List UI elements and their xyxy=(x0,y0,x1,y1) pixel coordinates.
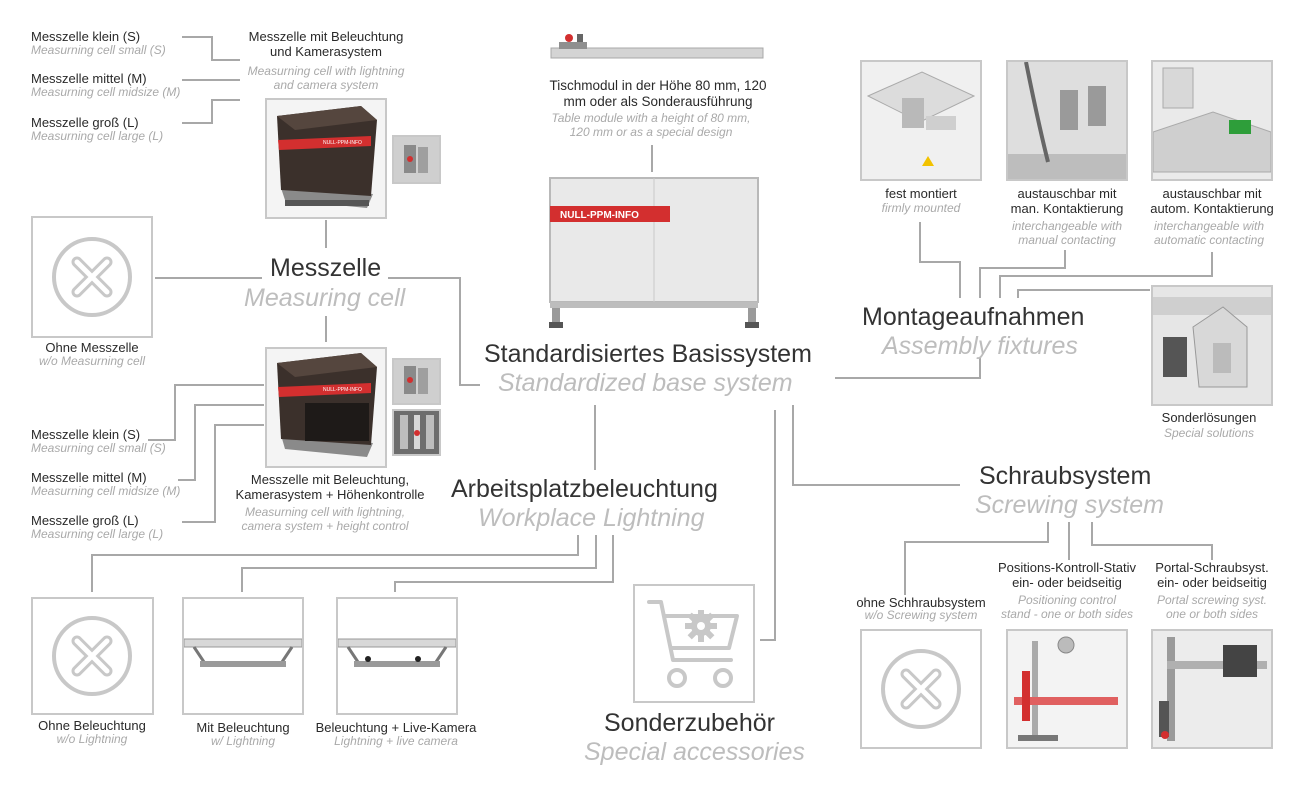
fixture-fixed-de: fest montiert xyxy=(885,186,957,201)
cell-bottom-variant-de: Messzelle mit Beleuchtung,Kamerasystem +… xyxy=(235,472,425,502)
cell-bottom-mid-en: Measurning cell midsize (M) xyxy=(31,484,181,498)
cell-bottom-small-de: Messzelle klein (S) xyxy=(31,427,141,442)
svg-text:NULL-PPM-INFO: NULL-PPM-INFO xyxy=(323,140,362,146)
x-circle-icon xyxy=(52,237,132,317)
x-circle-icon xyxy=(881,649,961,729)
screwing-stand-image[interactable] xyxy=(1006,629,1128,749)
fixtures-title-en: Assembly fixtures xyxy=(882,332,1078,360)
fixture-fixed-en: firmly mounted xyxy=(881,201,961,215)
lighting-with-en: w/ Lightning xyxy=(210,734,276,748)
fixture-manual-image[interactable] xyxy=(1006,60,1128,181)
cell-bottom-large-en: Measurning cell large (L) xyxy=(31,527,164,541)
lighting-camera-box[interactable] xyxy=(336,597,458,715)
table-module-image xyxy=(547,28,765,64)
cell-bottom-small-en: Measurning cell small (S) xyxy=(31,441,166,455)
lighting-none-en: w/o Lightning xyxy=(56,732,128,746)
cell-title-en: Measuring cell xyxy=(244,284,406,312)
fixture-fixed-image[interactable] xyxy=(860,60,982,181)
lighting-with-box[interactable] xyxy=(182,597,304,715)
cell-bottom-height-thumb xyxy=(392,409,441,456)
lighting-none-de: Ohne Beleuchtung xyxy=(38,718,146,733)
screwing-portal-de: Portal-Schraubsyst.ein- oder beidseitig xyxy=(1155,560,1269,590)
cell-top-large-de: Messzelle groß (L) xyxy=(31,115,139,130)
cell-top-camera-thumb xyxy=(392,135,441,184)
svg-text:NULL-PPM-INFO: NULL-PPM-INFO xyxy=(560,210,639,221)
lighting-camera-de: Beleuchtung + Live-Kamera xyxy=(315,720,477,735)
screwing-title-en: Screwing system xyxy=(975,491,1164,519)
cell-bottom-variant-en: Measurning cell with lightning,camera sy… xyxy=(241,505,409,533)
lighting-camera-en: Lightning + live camera xyxy=(334,734,458,748)
fixtures-title-de: Montageaufnahmen xyxy=(862,303,1085,331)
cell-top-mid-de: Messzelle mittel (M) xyxy=(31,71,147,86)
cell-top-small-de: Messzelle klein (S) xyxy=(31,29,141,44)
cell-bottom-camera-thumb xyxy=(392,358,441,405)
screwing-title-de: Schraubsystem xyxy=(979,462,1152,490)
base-title-de: Standardisiertes Basissystem xyxy=(484,340,812,368)
cell-none-en: w/o Measurning cell xyxy=(38,354,146,368)
lighting-none-box[interactable] xyxy=(31,597,154,715)
cell-top-large-en: Measurning cell large (L) xyxy=(31,129,164,143)
cell-title-de: Messzelle xyxy=(270,254,382,282)
cell-none-de: Ohne Messzelle xyxy=(45,340,139,355)
lighting-icon xyxy=(184,599,302,713)
fixture-special-de: Sonderlösungen xyxy=(1161,410,1257,425)
lighting-with-de: Mit Beleuchtung xyxy=(196,720,290,735)
cell-top-image: NULL-PPM-INFO xyxy=(265,98,387,219)
screwing-portal-image[interactable] xyxy=(1151,629,1273,749)
base-title-en: Standardized base system xyxy=(498,369,793,397)
accessories-box[interactable] xyxy=(633,584,755,703)
cell-bottom-image: NULL-PPM-INFO xyxy=(265,347,387,468)
table-module-en: Table module with a height of 80 mm,120 … xyxy=(551,111,751,139)
x-circle-icon xyxy=(52,616,132,696)
base-system-image: NULL-PPM-INFO xyxy=(546,176,762,330)
screwing-portal-en: Portal screwing syst.one or both sides xyxy=(1156,593,1268,621)
screwing-none-box[interactable] xyxy=(860,629,982,749)
lighting-camera-icon xyxy=(338,599,456,713)
cell-top-small-en: Measurning cell small (S) xyxy=(31,43,166,57)
accessories-title-de: Sonderzubehör xyxy=(604,709,775,737)
fixture-special-image[interactable] xyxy=(1151,285,1273,406)
cell-top-mid-en: Measurning cell midsize (M) xyxy=(31,85,181,99)
cell-none-box[interactable] xyxy=(31,216,153,338)
screwing-none-en: w/o Screwing system xyxy=(864,608,978,622)
cell-bottom-large-de: Messzelle groß (L) xyxy=(31,513,139,528)
cart-gear-icon xyxy=(647,600,739,688)
svg-text:NULL-PPM-INFO: NULL-PPM-INFO xyxy=(323,387,362,393)
lighting-title-en: Workplace Lightning xyxy=(478,504,705,532)
accessories-title-en: Special accessories xyxy=(584,738,805,766)
lighting-title-de: Arbeitsplatzbeleuchtung xyxy=(451,475,718,503)
screwing-none-de: ohne Schhraubsystem xyxy=(856,595,986,610)
cell-bottom-mid-de: Messzelle mittel (M) xyxy=(31,470,147,485)
fixture-automatic-image[interactable] xyxy=(1151,60,1273,181)
fixture-special-en: Special solutions xyxy=(1163,426,1255,440)
